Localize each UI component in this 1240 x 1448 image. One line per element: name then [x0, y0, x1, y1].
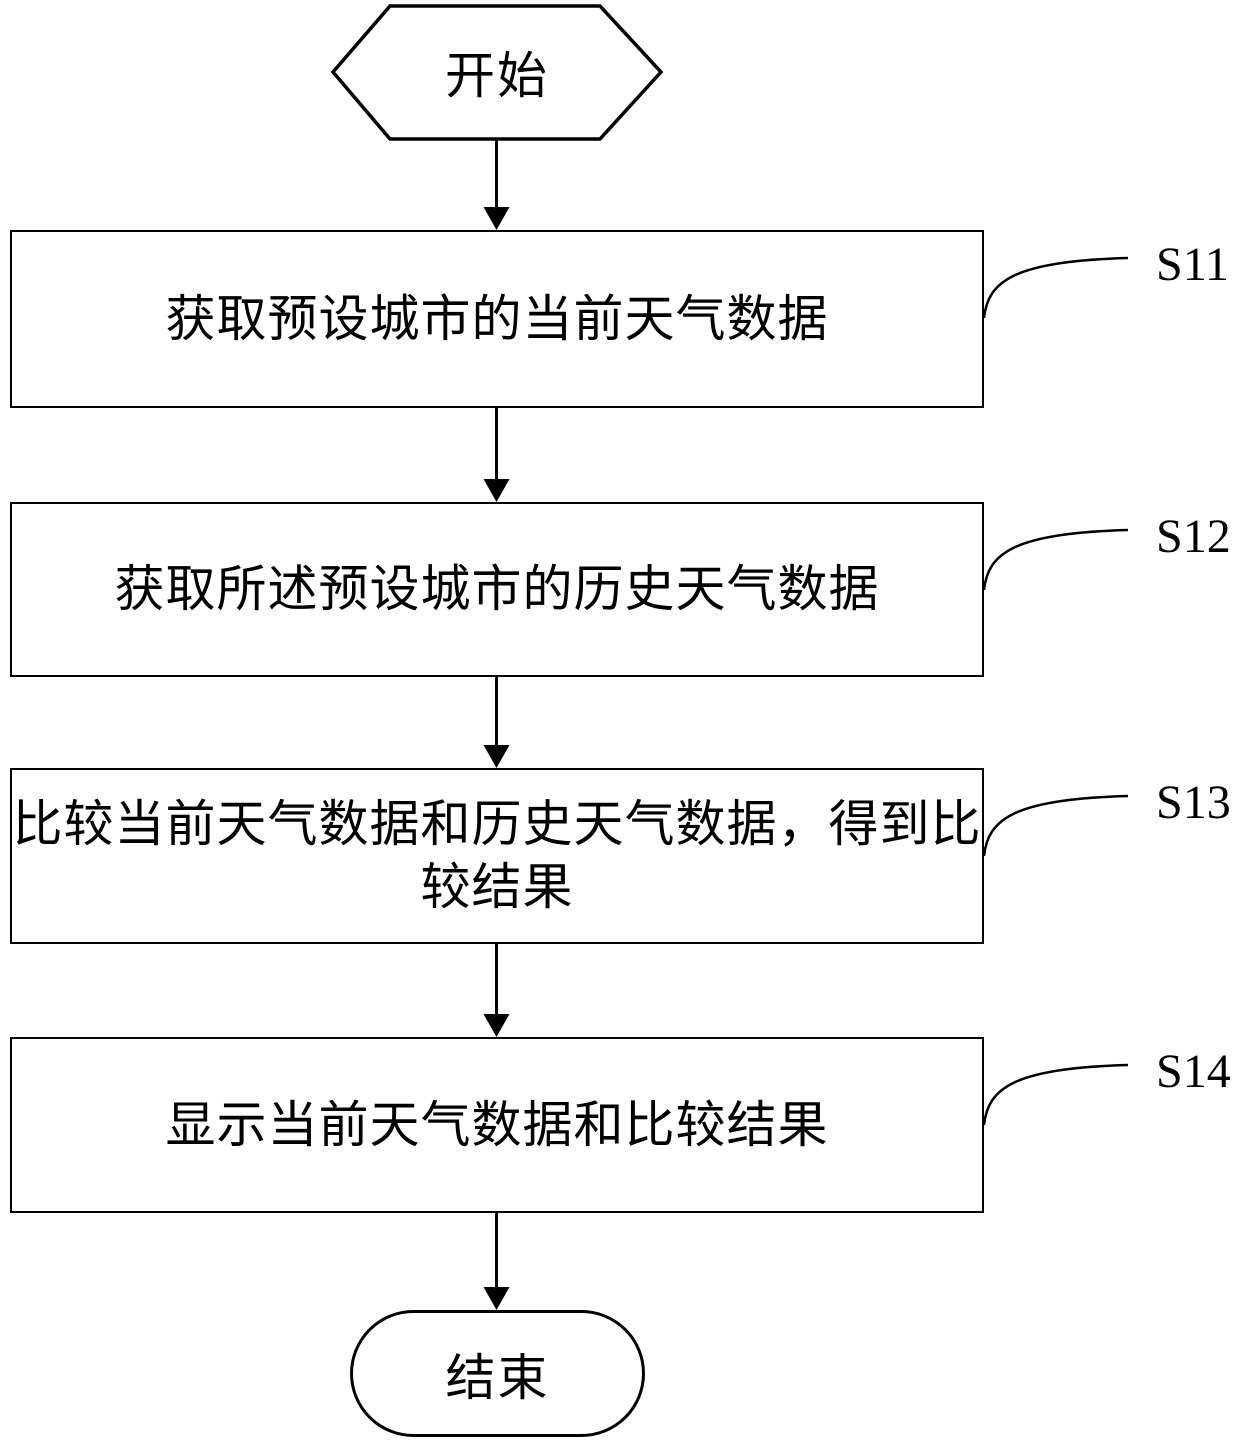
process-box-s14: 显示当前天气数据和比较结果	[10, 1037, 984, 1213]
process-box-s12: 获取所述预设城市的历史天气数据	[10, 502, 984, 677]
step-id-s13: S13	[1156, 776, 1231, 829]
process-box-s13: 比较当前天气数据和历史天气数据，得到比 较结果	[10, 768, 984, 944]
step-text-s14: 显示当前天气数据和比较结果	[165, 1096, 829, 1153]
step-text-s11: 获取预设城市的当前天气数据	[165, 290, 829, 347]
step-id-s14: S14	[1156, 1045, 1231, 1098]
process-box-s11: 获取预设城市的当前天气数据	[10, 230, 984, 408]
leader-curve-s12	[982, 528, 1129, 591]
flow-arrow-start-to-s11	[483, 139, 510, 230]
leader-curve-s11	[982, 256, 1129, 319]
flow-arrow-s13-to-s14	[483, 944, 510, 1037]
step-id-s11: S11	[1156, 238, 1229, 291]
end-label-text: 结束	[445, 1349, 550, 1406]
step-text-s13: 比较当前天气数据和历史天气数据，得到比 较结果	[12, 796, 982, 915]
leader-curve-s13	[982, 794, 1129, 857]
end-node: 结束	[350, 1310, 645, 1437]
flow-arrow-s12-to-s13	[483, 677, 510, 768]
flow-arrow-s14-to-end	[483, 1213, 510, 1310]
start-node-label: 开始	[333, 5, 661, 139]
step-id-s12: S12	[1156, 510, 1231, 563]
step-text-s12: 获取所述预设城市的历史天气数据	[114, 561, 880, 617]
leader-curve-s14	[982, 1063, 1129, 1126]
start-hexagon-shape	[330, 4, 664, 141]
flow-arrow-s11-to-s12	[483, 408, 510, 502]
start-label-text: 开始	[445, 48, 549, 104]
